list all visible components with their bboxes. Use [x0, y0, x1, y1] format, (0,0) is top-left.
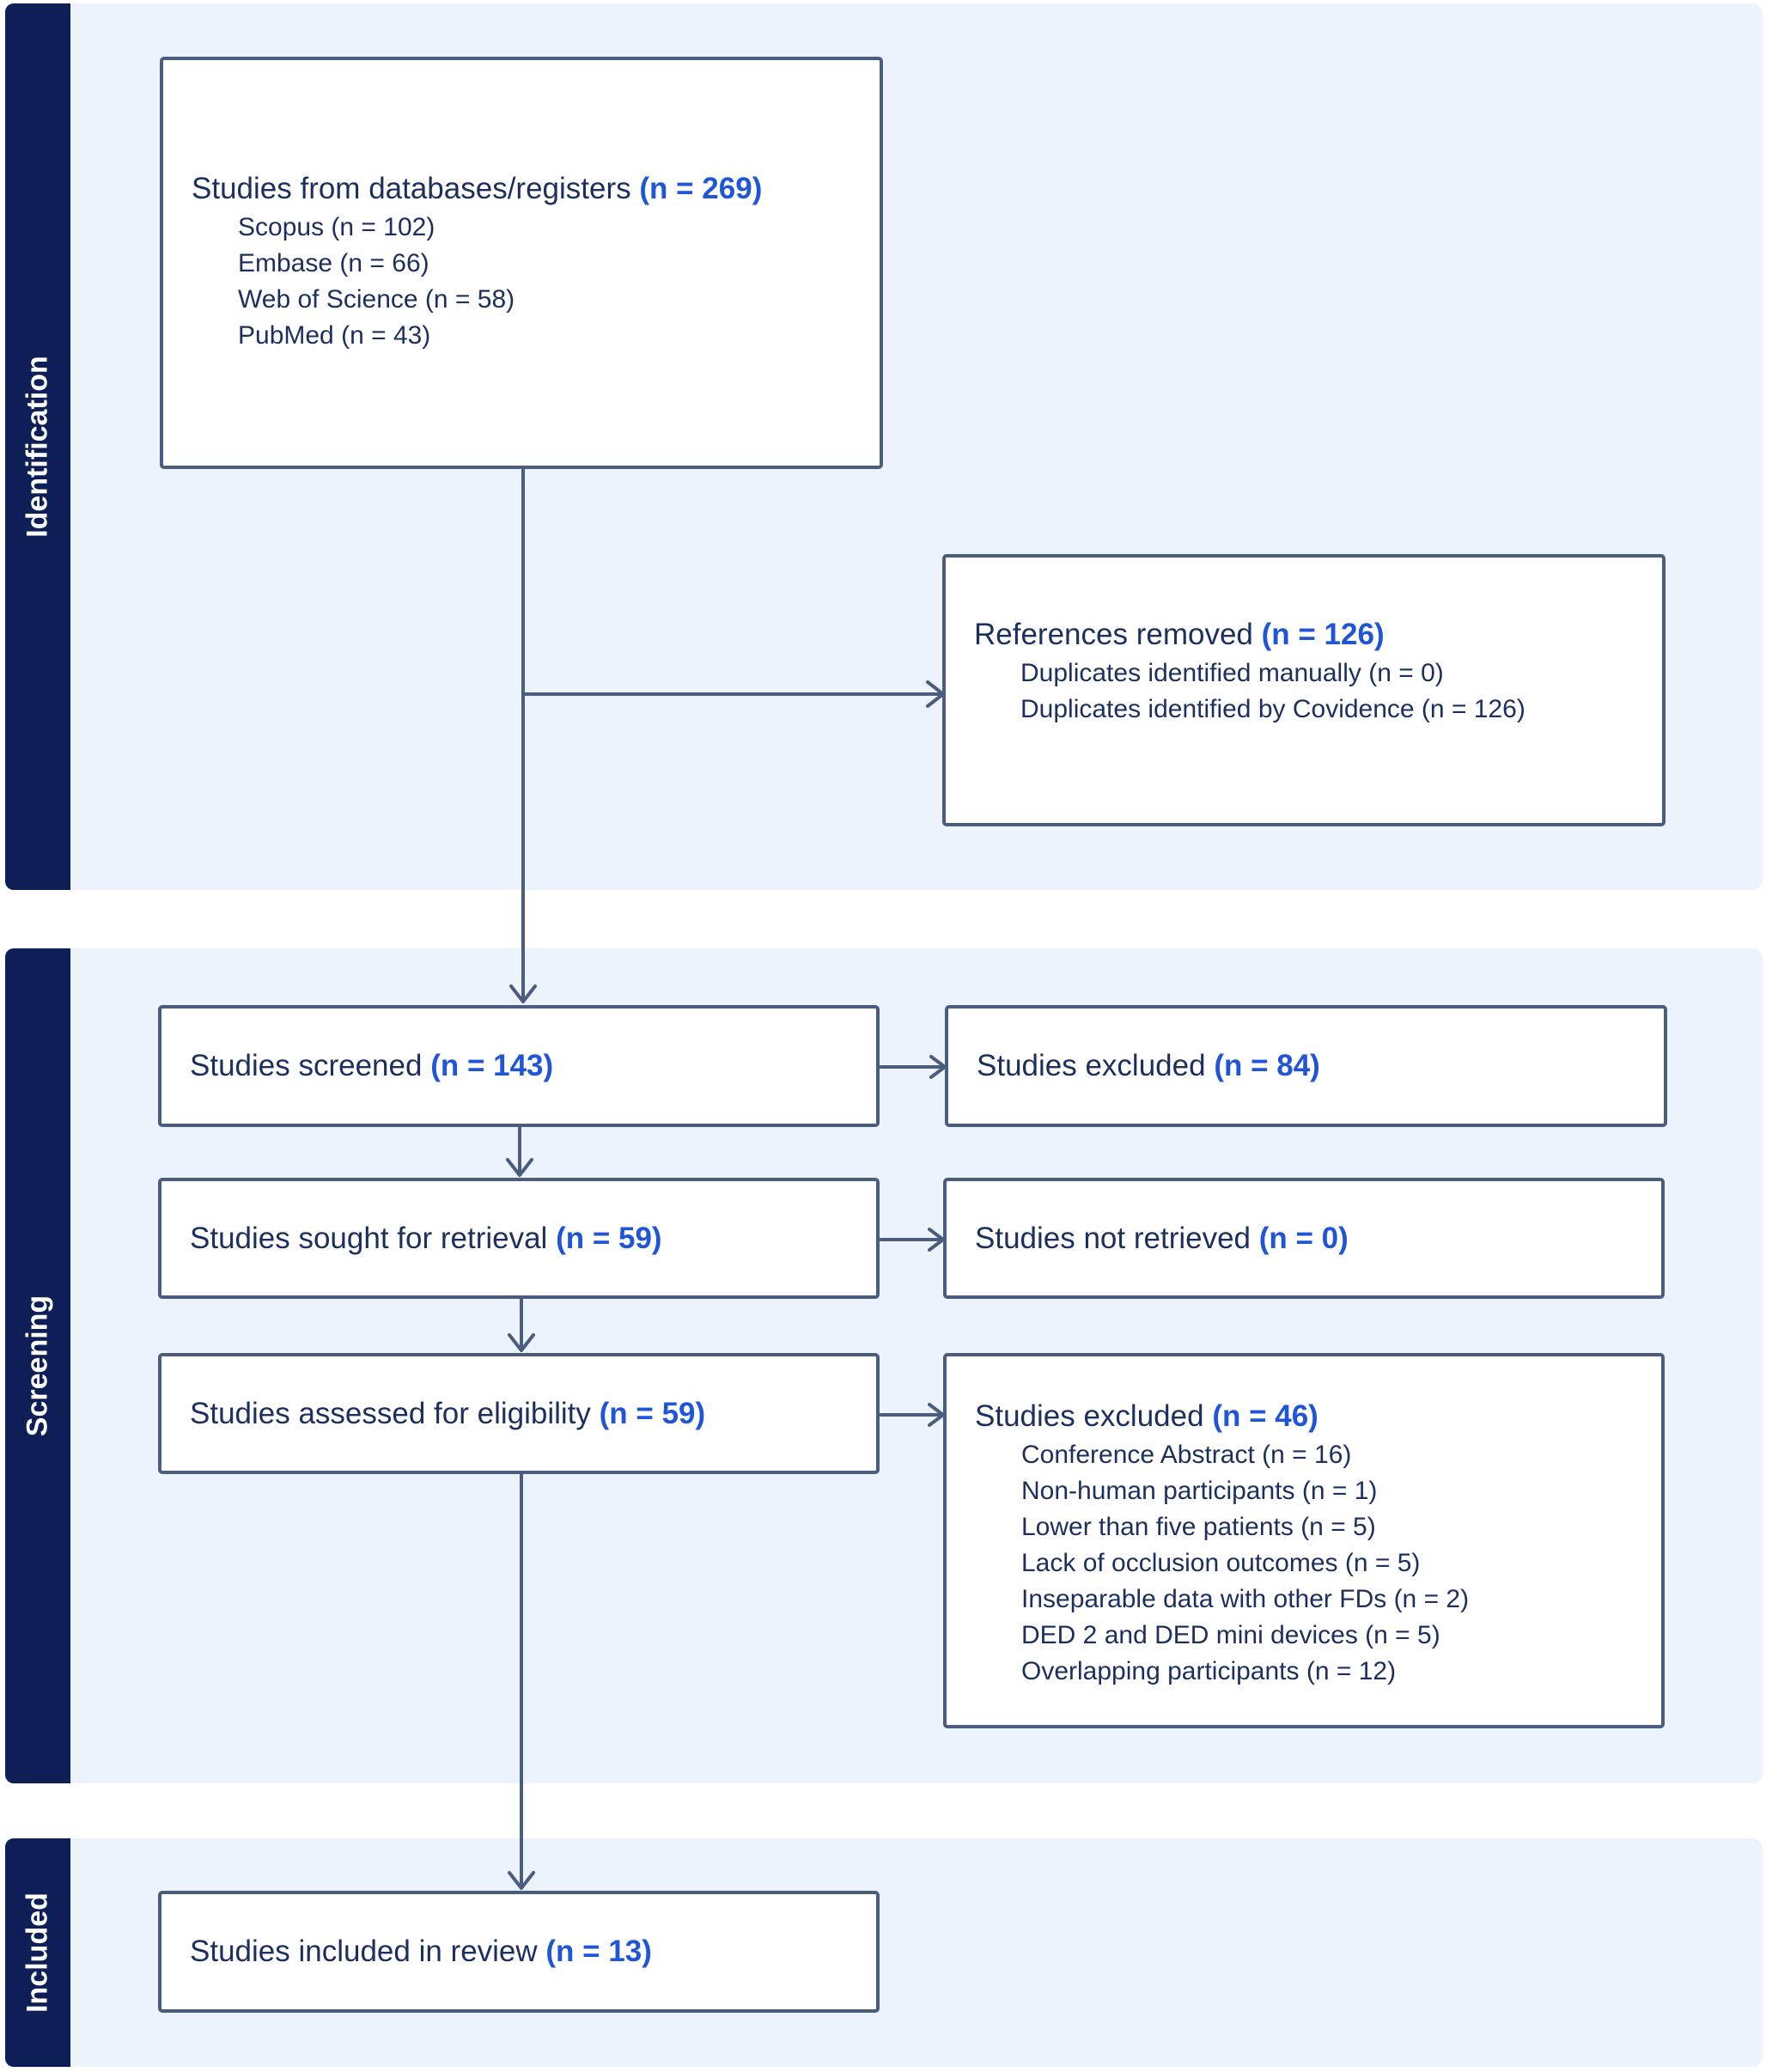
studies-sought-box: Studies sought for retrieval (n = 59) — [158, 1178, 880, 1299]
duplicates-covidence: Duplicates identified by Covidence (n = … — [1020, 695, 1525, 723]
studies-excluded-eligibility-count: (n = 46) — [1212, 1399, 1318, 1433]
studies-not-retrieved-box: Studies not retrieved (n = 0) — [943, 1178, 1665, 1299]
studies-screened-label: Studies screened — [190, 1049, 423, 1082]
duplicates-manual: Duplicates identified manually (n = 0) — [1020, 659, 1444, 687]
studies-assessed-box: Studies assessed for eligibility (n = 59… — [158, 1353, 880, 1474]
source-embase: Embase (n = 66) — [238, 249, 429, 277]
arrowhead-to-included — [508, 1871, 535, 1890]
studies-excluded-screening-box: Studies excluded (n = 84) — [945, 1005, 1667, 1127]
identification-phase-bar: Identification — [5, 3, 70, 890]
records-identified-box: Studies from databases/registers (n = 26… — [160, 57, 883, 469]
exclusion-reason: Conference Abstract (n = 16) — [1021, 1441, 1352, 1469]
exclusion-reason: Lack of occlusion outcomes (n = 5) — [1021, 1549, 1421, 1577]
exclusion-reason: Non-human participants (n = 1) — [1021, 1477, 1378, 1505]
exclusion-reasons-list: Conference Abstract (n = 16) Non-human p… — [975, 1437, 1649, 1690]
studies-excluded-screening-label: Studies excluded — [977, 1049, 1206, 1082]
source-pubmed: PubMed (n = 43) — [238, 321, 431, 350]
studies-included-count: (n = 13) — [545, 1935, 652, 1968]
studies-excluded-eligibility-box: Studies excluded (n = 46) Conference Abs… — [943, 1353, 1665, 1728]
records-identified-title: Studies from databases/registers (n = 26… — [192, 170, 868, 208]
references-removed-title: References removed (n = 126) — [974, 616, 1650, 654]
source-web-of-science: Web of Science (n = 58) — [238, 285, 515, 314]
arrowhead-to-screened — [509, 984, 537, 1003]
exclusion-reason: Inseparable data with other FDs (n = 2) — [1021, 1585, 1470, 1613]
records-identified-label: Studies from databases/registers — [192, 172, 631, 205]
studies-assessed-count: (n = 59) — [599, 1396, 706, 1430]
studies-assessed-label: Studies assessed for eligibility — [190, 1396, 591, 1430]
arrowhead-to-assessed — [508, 1333, 535, 1352]
studies-included-label: Studies included in review — [190, 1935, 538, 1968]
source-scopus: Scopus (n = 102) — [238, 213, 435, 241]
exclusion-reason: Lower than five patients (n = 5) — [1021, 1513, 1376, 1541]
studies-sought-count: (n = 59) — [556, 1221, 662, 1255]
studies-excluded-eligibility-label: Studies excluded — [975, 1399, 1204, 1433]
included-phase-bar: Included — [5, 1838, 70, 2067]
studies-included-box: Studies included in review (n = 13) — [158, 1891, 880, 2013]
studies-excluded-screening-count: (n = 84) — [1214, 1049, 1320, 1082]
screening-phase-bar: Screening — [5, 948, 70, 1783]
records-identified-count: (n = 269) — [639, 172, 763, 205]
studies-sought-label: Studies sought for retrieval — [190, 1221, 548, 1255]
arrowhead-to-sought — [506, 1158, 533, 1177]
references-removed-box: References removed (n = 126) Duplicates … — [942, 554, 1666, 826]
studies-not-retrieved-label: Studies not retrieved — [975, 1221, 1251, 1255]
studies-excluded-eligibility-title: Studies excluded (n = 46) — [975, 1398, 1649, 1435]
studies-not-retrieved-count: (n = 0) — [1258, 1221, 1349, 1255]
studies-screened-count: (n = 143) — [430, 1049, 554, 1082]
references-removed-list: Duplicates identified manually (n = 0) D… — [974, 655, 1650, 728]
exclusion-reason: Overlapping participants (n = 12) — [1021, 1657, 1397, 1685]
references-removed-label: References removed — [974, 618, 1253, 651]
studies-screened-box: Studies screened (n = 143) — [158, 1005, 880, 1127]
database-source-list: Scopus (n = 102) Embase (n = 66) Web of … — [192, 210, 868, 354]
exclusion-reason: DED 2 and DED mini devices (n = 5) — [1021, 1621, 1440, 1649]
references-removed-count: (n = 126) — [1261, 618, 1385, 651]
